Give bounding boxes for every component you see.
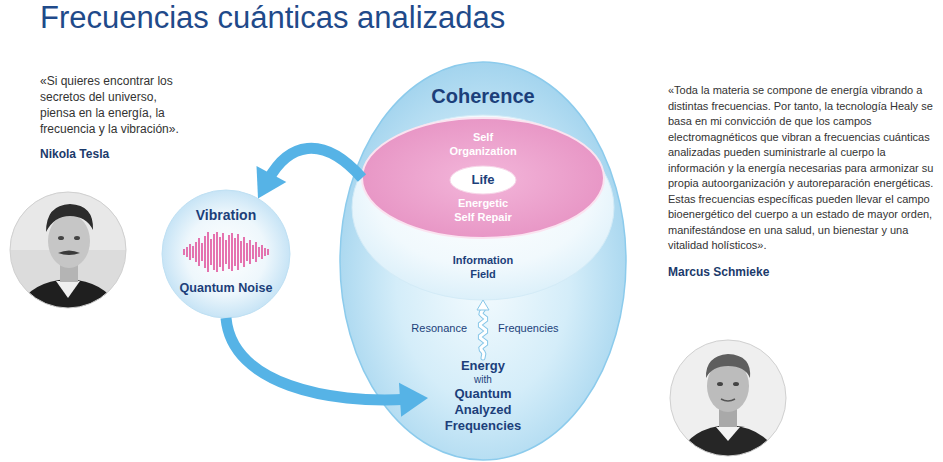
arrow-head (477, 300, 489, 310)
quote-author: Marcus Schmieke (668, 264, 936, 280)
schmieke-quote-box: «Toda la materia se compone de energía v… (668, 83, 936, 280)
energy-subheading: Quantum Analyzed Frequencies (436, 386, 531, 434)
title-box: Frecuencias cuánticas analizadas (40, 0, 660, 37)
self-organization-ellipse: Self OrganizationEnergetic Self Repair Li… (362, 118, 604, 238)
ellipse-heading: Coherence (431, 84, 534, 108)
ellipse-label: Energetic Self Repair (448, 196, 518, 224)
frequencies-label: Frequencies (498, 321, 570, 335)
energy-connector-word: with (474, 374, 492, 386)
quote-text: «Si quieres encontrar los secretos del u… (40, 73, 195, 137)
page-title: Frecuencias cuánticas analizadas (40, 0, 660, 37)
tesla-portrait (8, 190, 128, 320)
photo-frame (10, 192, 126, 308)
arrow-shaft (268, 148, 362, 180)
ellipse-label: Vibration (196, 206, 256, 224)
life-ellipse: Life (450, 166, 516, 194)
tesla-quote-box: «Si quieres encontrar los secretos del u… (40, 73, 195, 162)
arrow-head (399, 383, 428, 417)
ellipse-label: Quantum Noise (180, 280, 273, 297)
flow-arrow (226, 318, 428, 417)
photo-frame (670, 340, 786, 456)
energy-heading: Energy (461, 358, 505, 374)
flow-arrow (257, 148, 363, 198)
schmieke-portrait (670, 340, 786, 462)
arrow-head (257, 166, 287, 199)
arrow-shaft (226, 318, 407, 400)
frequencies-label-box: Frequencies (498, 321, 570, 335)
flow-arrow (477, 300, 489, 358)
ellipse-label: Life (471, 172, 494, 188)
ellipse-label: Self Organization (448, 130, 518, 158)
ellipse-label: Information Field (446, 253, 521, 281)
resonance-label: Resonance (395, 321, 467, 335)
arrow-shaft (480, 308, 485, 358)
energy-text-block: EnergywithQuantum Analyzed Frequencies (428, 358, 538, 438)
resonance-label-box: Resonance (395, 321, 467, 335)
quote-text: «Toda la materia se compone de energía v… (668, 83, 936, 254)
information-field-ellipse: Information Field Self OrganizationEnerge… (352, 115, 614, 300)
quote-author: Nikola Tesla (40, 146, 195, 162)
arrow-shaft-outline (480, 308, 485, 358)
